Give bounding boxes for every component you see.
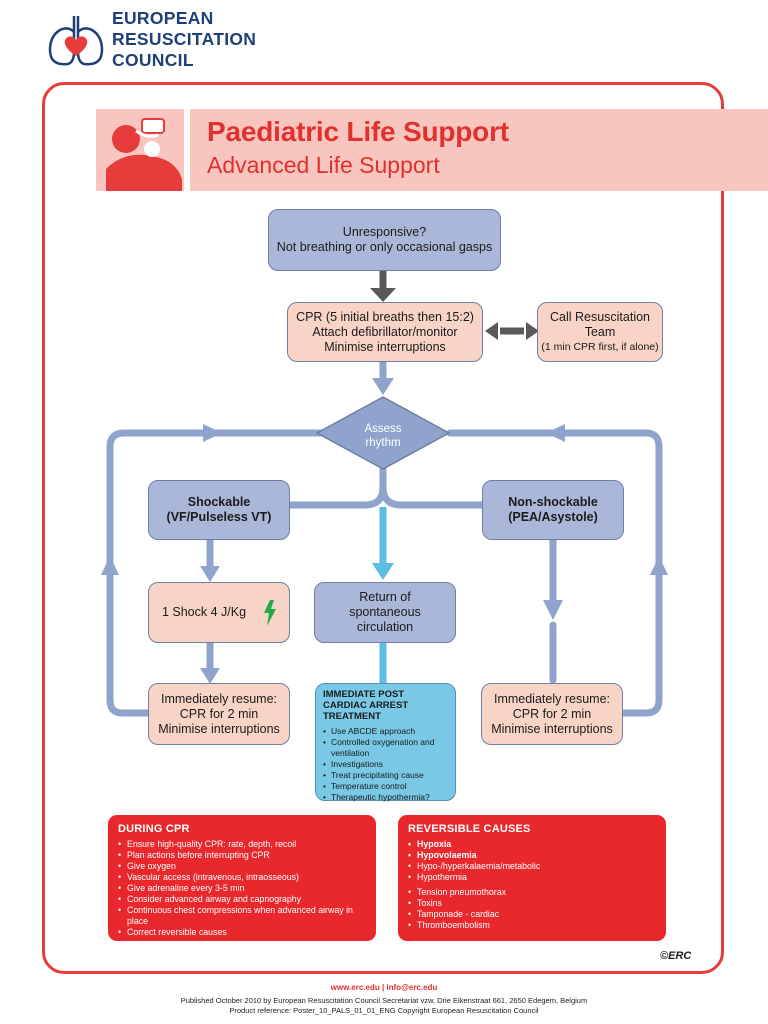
- arrow-to-cpr: [370, 288, 396, 302]
- rosc-line-text: spontaneous: [349, 605, 421, 619]
- reversible-causes-box: REVERSIBLE CAUSES Hypoxia Hypovolaemia H…: [398, 815, 666, 941]
- split-to-shockable: [286, 463, 387, 509]
- rosc-box: Return of spontaneous circulation: [314, 582, 456, 643]
- footer-published: Published October 2010 by European Resus…: [180, 996, 588, 1005]
- during-cpr-list: Ensure high-quality CPR: rate, depth, re…: [118, 839, 366, 938]
- list-item: Hypovolaemia: [408, 850, 656, 861]
- assess-rhythm-label: Assess rhythm: [337, 422, 429, 450]
- arrow-right-loop-up: [650, 556, 668, 575]
- list-item: Use ABCDE approach: [323, 726, 448, 737]
- call-team-line: Call Resuscitation: [549, 309, 651, 324]
- shockable-line: Shockable: [187, 495, 251, 509]
- cpr-box: CPR (5 initial breaths then 15:2) Attach…: [287, 302, 483, 362]
- unresponsive-line: Unresponsive?: [342, 225, 427, 239]
- rosc-line-text: Return of: [359, 590, 411, 604]
- reversible-causes-list: Hypoxia Hypovolaemia Hypo-/hyperkalaemia…: [408, 839, 656, 931]
- resume-left-line: CPR for 2 min: [179, 706, 259, 721]
- arrow-to-cpr-left: [485, 322, 498, 340]
- org-line: COUNCIL: [112, 50, 194, 70]
- during-cpr-box: DURING CPR Ensure high-quality CPR: rate…: [108, 815, 376, 941]
- list-item: Toxins: [408, 898, 656, 909]
- call-team-note: (1 min CPR first, if alone): [541, 340, 659, 353]
- arrow-left-loop-top: [203, 424, 222, 442]
- resume-left-line: Immediately resume:: [160, 691, 277, 706]
- unresponsive-line: Not breathing or only occasional gasps: [276, 240, 493, 254]
- post-arrest-title: IMMEDIATE POST CARDIAC ARREST TREATMENT: [323, 689, 409, 722]
- list-item: Tamponade - cardiac: [408, 909, 656, 920]
- list-item: Continuous chest compressions when advan…: [118, 905, 366, 927]
- org-line: EUROPEAN: [112, 8, 214, 28]
- shock-box: 1 Shock 4 J/Kg: [148, 582, 290, 643]
- poster-subtitle: Advanced Life Support: [207, 152, 440, 178]
- arrow-to-resume-left: [200, 668, 220, 684]
- resume-cpr-left-box: Immediately resume: CPR for 2 min Minimi…: [148, 683, 290, 745]
- list-item: Investigations: [323, 759, 448, 770]
- list-item: Therapeutic hypothermia?: [323, 792, 448, 803]
- post-arrest-list: Use ABCDE approach Controlled oxygenatio…: [323, 726, 448, 803]
- paediatric-resuscitation-icon: [96, 109, 184, 191]
- arrow-nonshockable-down: [543, 600, 563, 620]
- arrow-to-rosc: [372, 563, 394, 580]
- cpr-line: CPR (5 initial breaths then 15:2): [296, 309, 474, 324]
- during-cpr-title: DURING CPR: [118, 823, 190, 835]
- call-team-box: Call Resuscitation Team (1 min CPR first…: [537, 302, 663, 362]
- list-item: Plan actions before interrupting CPR: [118, 850, 366, 861]
- shockable-line: (VF/Pulseless VT): [166, 510, 272, 524]
- arrow-to-team-right: [526, 322, 539, 340]
- list-item: Hypoxia: [408, 839, 656, 850]
- non-shockable-line: Non-shockable: [508, 495, 598, 509]
- arrow-left-loop-up: [101, 556, 119, 575]
- split-to-nonshockable: [379, 483, 486, 509]
- list-item: Correct reversible causes: [118, 927, 366, 938]
- list-item: Give oxygen: [118, 861, 366, 872]
- footer-links[interactable]: www.erc.edu | info@erc.edu: [330, 983, 438, 992]
- poster-title: Paediatric Life Support: [207, 116, 509, 147]
- list-item: Controlled oxygenation and ventilation: [323, 737, 448, 759]
- call-team-line: Team: [584, 324, 616, 339]
- footer-reference: Product reference: Poster_10_PALS_01_01_…: [229, 1006, 539, 1015]
- org-line: RESUSCITATION: [112, 29, 257, 49]
- list-item: Hypothermia: [408, 872, 656, 883]
- poster-frame: [42, 82, 724, 974]
- resume-right-line: CPR for 2 min: [512, 706, 592, 721]
- list-item: Consider advanced airway and capnography: [118, 894, 366, 905]
- assess-line: Assess: [364, 423, 402, 435]
- resume-cpr-right-box: Immediately resume: CPR for 2 min Minimi…: [481, 683, 623, 745]
- list-item: Hypo-/hyperkalaemia/metabolic: [408, 861, 656, 872]
- assess-rhythm-diamond: [315, 396, 451, 470]
- non-shockable-line: (PEA/Asystole): [508, 510, 598, 524]
- resume-left-line: Minimise interruptions: [158, 721, 280, 736]
- list-item: Treat precipitating cause: [323, 770, 448, 781]
- resume-right-line: Immediately resume:: [493, 691, 610, 706]
- cpr-line: Attach defibrillator/monitor: [312, 324, 458, 339]
- reversible-causes-title: REVERSIBLE CAUSES: [408, 823, 531, 835]
- arrow-right-loop-top: [546, 424, 565, 442]
- list-item: Ensure high-quality CPR: rate, depth, re…: [118, 839, 366, 850]
- list-item: Tension pneumothorax: [408, 887, 656, 898]
- list-item: Vascular access (intravenous, intraosseo…: [118, 872, 366, 883]
- non-shockable-box: Non-shockable (PEA/Asystole): [482, 480, 624, 540]
- rosc-line-text: circulation: [356, 620, 414, 634]
- org-name: EUROPEAN RESUSCITATION COUNCIL: [112, 8, 256, 71]
- cpr-line: Minimise interruptions: [324, 339, 446, 354]
- lightning-icon: [264, 599, 277, 626]
- header-band: [190, 109, 768, 191]
- resume-right-line: Minimise interruptions: [491, 721, 613, 736]
- post-arrest-box: IMMEDIATE POST CARDIAC ARREST TREATMENT …: [315, 683, 456, 803]
- arrow-to-assess: [372, 378, 394, 395]
- assess-line: rhythm: [365, 437, 401, 449]
- list-item: Thromboembolism: [408, 920, 656, 931]
- list-item: Give adrenaline every 3-5 min: [118, 883, 366, 894]
- copyright-mark: ©ERC: [660, 950, 692, 962]
- shockable-box: Shockable (VF/Pulseless VT): [148, 480, 290, 540]
- shock-label: 1 Shock 4 J/Kg: [161, 605, 247, 619]
- unresponsive-box: Unresponsive? Not breathing or only occa…: [268, 209, 501, 271]
- list-item: Temperature control: [323, 781, 448, 792]
- arrow-to-shock: [200, 566, 220, 582]
- erc-logo-icon: [48, 16, 104, 66]
